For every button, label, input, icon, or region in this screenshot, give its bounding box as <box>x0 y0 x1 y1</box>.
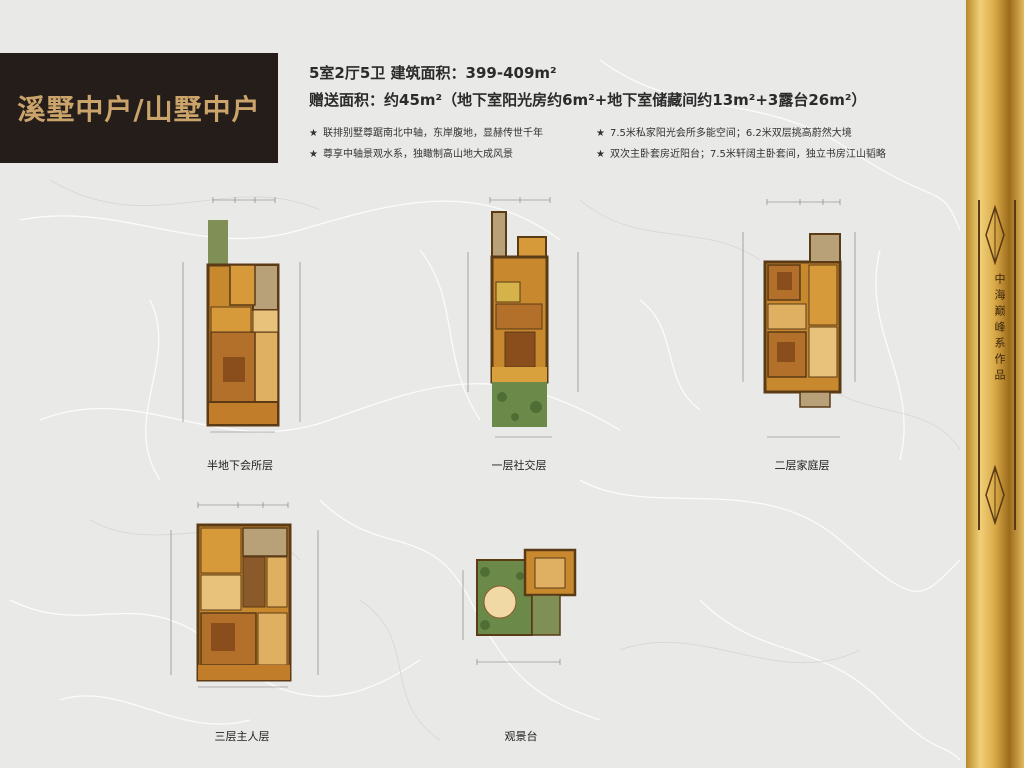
ornament-icon <box>985 465 1005 525</box>
gold-sidebar: 中海巅峰系作品 <box>966 0 1024 768</box>
floor-plan-second <box>735 192 865 447</box>
floor-plan-rooftop <box>455 540 590 675</box>
title-banner: 溪墅中户/山墅中户 <box>0 53 278 163</box>
floor-plan-basement <box>175 192 310 447</box>
feature-item: ★7.5米私家阳光会所多能空间；6.2米双层挑高蔚然大境 <box>596 128 852 139</box>
floor-label-first: 一层社交层 <box>491 459 547 472</box>
star-icon: ★ <box>309 149 318 160</box>
floor-label-third: 三层主人层 <box>214 730 270 743</box>
feature-item: ★双次主卧套房近阳台；7.5米轩阔主卧套间，独立书房江山韬略 <box>596 149 886 160</box>
ornament-icon <box>985 205 1005 265</box>
floor-label-basement: 半地下会所层 <box>207 459 273 472</box>
feature-item: ★尊享中轴景观水系，独瞰制高山地大成风景 <box>309 149 513 160</box>
floor-plan-third <box>163 495 328 695</box>
page-title: 溪墅中户/山墅中户 <box>17 93 261 126</box>
star-icon: ★ <box>596 128 605 139</box>
star-icon: ★ <box>309 128 318 139</box>
floor-label-second: 二层家庭层 <box>774 459 830 472</box>
floor-label-rooftop: 观景台 <box>504 730 538 743</box>
bonus-area-spec: 赠送面积：约45m²（地下室阳光房约6m²+地下室储藏间约13m²+3露台26m… <box>309 91 867 109</box>
feature-item: ★联排别墅尊踞南北中轴，东岸腹地，显赫传世千年 <box>309 128 543 139</box>
sidebar-frame <box>978 200 1016 530</box>
star-icon: ★ <box>596 149 605 160</box>
sidebar-brand-text: 中海巅峰系作品 <box>993 273 1006 385</box>
room-and-area-spec: 5室2厅5卫 建筑面积：399-409m² <box>309 64 557 82</box>
floor-plan-first <box>460 192 590 447</box>
